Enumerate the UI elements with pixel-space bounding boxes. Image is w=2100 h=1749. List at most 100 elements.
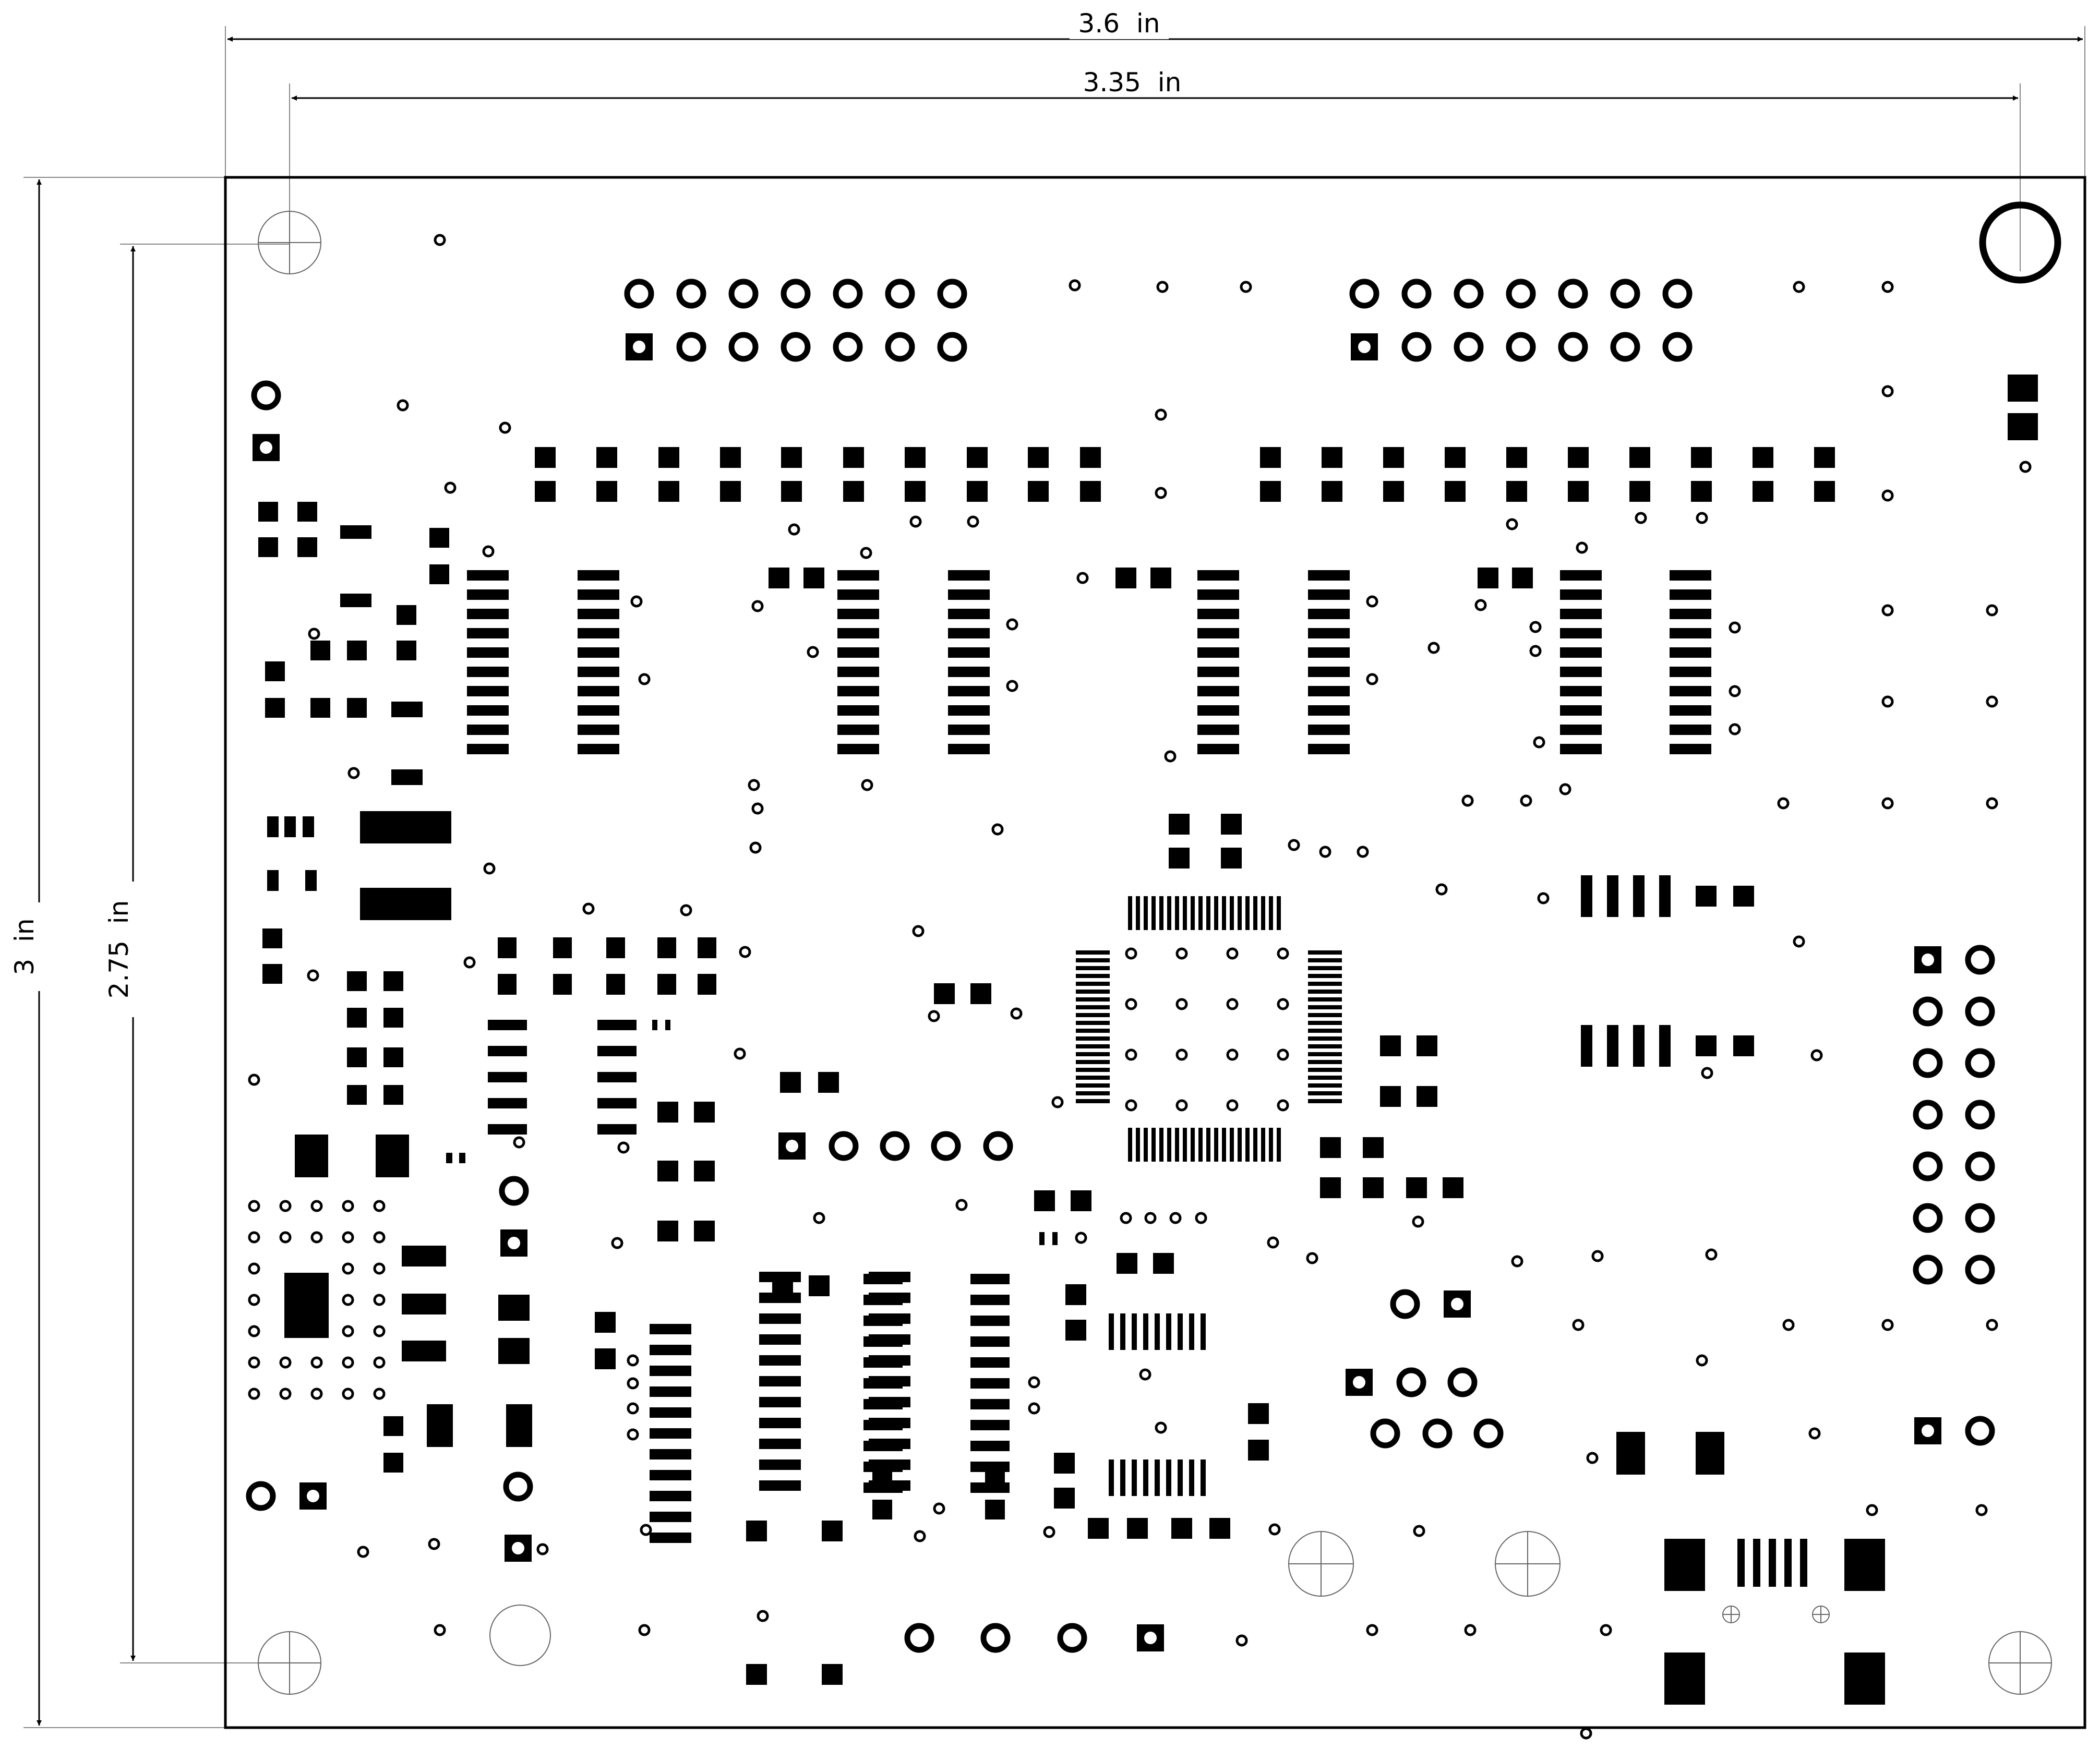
via [1175, 1048, 1188, 1061]
through-hole-pad [1610, 279, 1640, 309]
via [1155, 487, 1167, 499]
via [1986, 604, 1998, 617]
via [248, 1356, 260, 1369]
ic-pin [578, 628, 619, 638]
qfp-pin [1230, 896, 1234, 930]
ic-pin [1308, 705, 1350, 716]
via [1277, 998, 1289, 1010]
through-hole-pad [1558, 332, 1588, 362]
via [1306, 1252, 1318, 1264]
inner-width-label: 3.35 in [1083, 67, 1182, 98]
via [373, 1231, 386, 1244]
through-hole-pad [1454, 332, 1484, 362]
smd-pad [985, 1500, 1005, 1519]
smd-pad [391, 702, 423, 717]
qfp-pin [1175, 1128, 1179, 1162]
ic-pin [1633, 1025, 1645, 1067]
smd-pad [1115, 568, 1136, 588]
ic-pin [759, 1397, 801, 1407]
qfp-pin [1076, 1013, 1110, 1017]
via [680, 904, 692, 916]
ic-pin [467, 705, 509, 716]
via [373, 1325, 386, 1337]
through-hole-pad [1965, 1416, 1995, 1446]
qfp-pin [1076, 1068, 1110, 1072]
through-hole-pad [624, 279, 654, 309]
smd-pad [1417, 1086, 1437, 1107]
ic-pin [1308, 667, 1350, 677]
ic-pin [650, 1366, 691, 1376]
smd-pad [970, 983, 991, 1004]
smd-pad [1221, 848, 1242, 869]
ic-pin [1197, 628, 1239, 638]
via [1586, 1452, 1599, 1464]
qfp-pin [1308, 1013, 1342, 1017]
ic-pin [759, 1480, 801, 1491]
qfp-pin [1159, 896, 1163, 930]
qfp-pin [1308, 966, 1342, 970]
smd-pad [1664, 1539, 1705, 1591]
smd-pad [1753, 481, 1773, 502]
through-hole-pad [1370, 1418, 1400, 1449]
via [1226, 947, 1239, 960]
via [373, 1262, 386, 1275]
via [1006, 680, 1018, 692]
ic-pin [759, 1439, 801, 1449]
via [1793, 935, 1805, 948]
ic-pin [650, 1491, 691, 1501]
through-hole-pad [1473, 1418, 1504, 1449]
through-hole-pad [1454, 279, 1484, 309]
ic-pin [1201, 1459, 1206, 1496]
smd-pad [402, 1294, 446, 1314]
via [1511, 1255, 1523, 1268]
via [1881, 797, 1894, 810]
ic-pin [970, 1420, 1010, 1430]
ic-pin [1189, 1313, 1194, 1350]
through-hole-pad [1057, 1623, 1087, 1653]
smd-pad [746, 1521, 767, 1541]
via [1881, 489, 1894, 502]
smd-pad [1506, 447, 1527, 468]
smd-pad [429, 528, 449, 548]
smd-pad [1406, 1177, 1427, 1198]
ic-pin [1670, 686, 1711, 696]
qfp-pin [1144, 896, 1148, 930]
via [1195, 1212, 1207, 1224]
ic-pin [837, 725, 879, 735]
via [861, 779, 873, 791]
smd-pad [535, 481, 556, 502]
qfp-pin [1183, 1128, 1187, 1162]
via [1125, 947, 1137, 960]
qfp-pin [1261, 1128, 1265, 1162]
through-hole-pad [833, 332, 863, 362]
smd-pad [535, 447, 556, 468]
qfp-pin [1076, 1052, 1110, 1056]
ic-pin [837, 589, 879, 600]
via [991, 823, 1004, 836]
pad-drill [633, 341, 645, 353]
qfp-pin [1076, 1076, 1110, 1080]
via [1155, 1421, 1167, 1434]
through-hole-pad [1662, 332, 1693, 362]
smd-pad [1629, 481, 1650, 502]
ic-pin [1132, 1459, 1137, 1496]
qfp-pin [1151, 1128, 1156, 1162]
smd-pad [1383, 447, 1404, 468]
pad-drill [260, 441, 272, 454]
via [967, 515, 979, 528]
smd-pad [347, 698, 367, 718]
ic-pin [970, 1274, 1010, 1284]
via [1155, 408, 1167, 421]
pad-drill [512, 1542, 524, 1554]
through-hole-pad [1913, 996, 1943, 1027]
ic-pin [1560, 686, 1602, 696]
through-hole-pad [1610, 332, 1640, 362]
smd-pad [665, 1020, 670, 1030]
smd-pad [506, 1404, 532, 1447]
ic-pin [863, 1357, 903, 1368]
qfp-pin [1167, 1128, 1171, 1162]
via [2019, 461, 2032, 473]
ic-pin [1670, 705, 1711, 716]
pad-drill [786, 1140, 798, 1152]
ic-pin [1581, 875, 1592, 917]
